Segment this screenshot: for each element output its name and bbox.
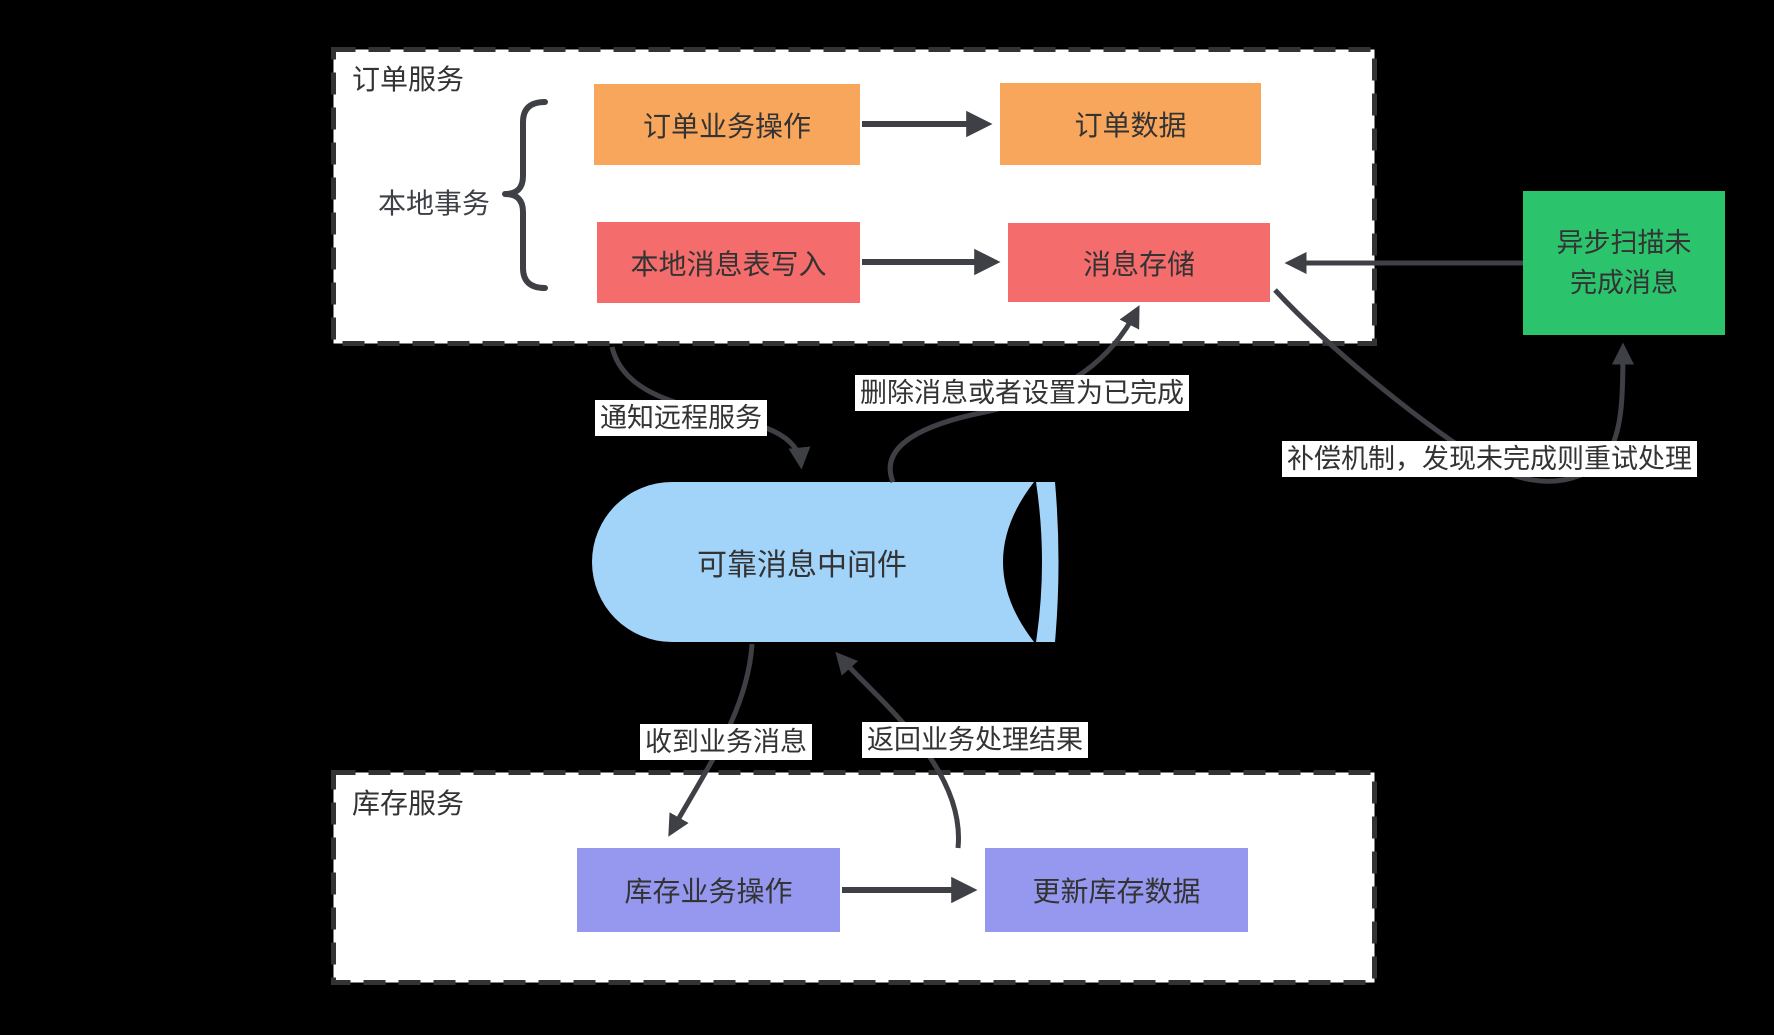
label-notify-remote: 通知远程服务 (595, 400, 767, 436)
node-async-scanner[interactable]: 异步扫描未 完成消息 (1523, 191, 1725, 335)
label-return-result: 返回业务处理结果 (862, 722, 1088, 758)
middleware-label: 可靠消息中间件 (697, 549, 907, 582)
node-order-data[interactable]: 订单数据 (1000, 83, 1261, 165)
inventory-service-title: 库存服务 (352, 788, 465, 819)
label-receive-message: 收到业务消息 (640, 724, 812, 760)
node-local-message-write[interactable]: 本地消息表写入 (597, 222, 860, 303)
order-service-title: 订单服务 (352, 64, 465, 95)
node-update-inventory-data[interactable]: 更新库存数据 (985, 848, 1248, 932)
middleware-cylinder-cap[interactable] (1036, 482, 1059, 642)
local-transaction-label: 本地事务 (377, 188, 490, 219)
local-transaction-brace (502, 99, 548, 291)
label-compensation: 补偿机制，发现未完成则重试处理 (1282, 441, 1697, 477)
edge-delete-or-complete (887, 305, 1140, 483)
label-delete-or-complete: 删除消息或者设置为已完成 (855, 375, 1189, 411)
node-message-store[interactable]: 消息存储 (1008, 223, 1270, 302)
edge-compensation (1273, 288, 1634, 484)
node-inventory-business-op[interactable]: 库存业务操作 (577, 848, 840, 932)
middleware-cylinder-body[interactable] (592, 482, 1034, 642)
node-order-business-op[interactable]: 订单业务操作 (594, 84, 860, 165)
